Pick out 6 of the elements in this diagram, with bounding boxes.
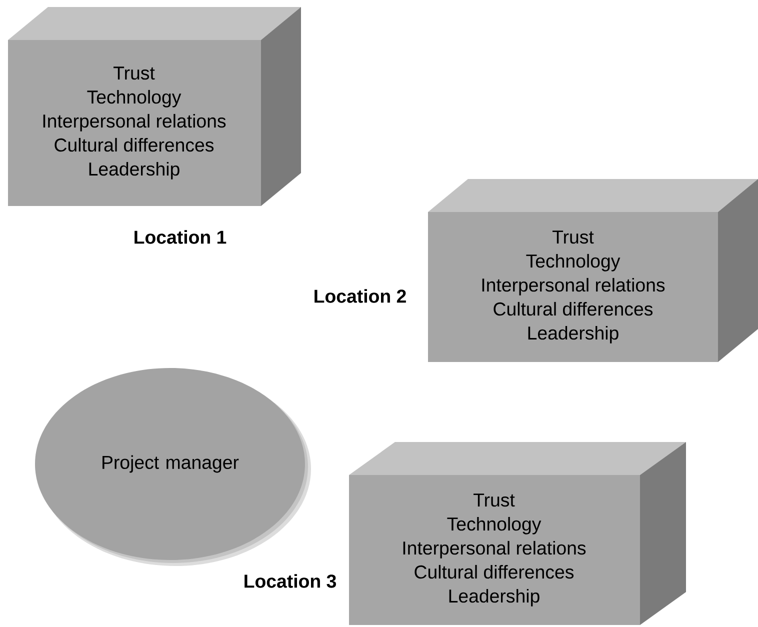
location-label: Location 3: [244, 574, 336, 588]
box: Trust Technology Interpersonal relations Cultural differences Leadership: [428, 179, 758, 362]
box: Trust Technology Interpersonal relations Cultural differences Leadership: [8, 7, 301, 206]
location-label: Location 2: [314, 289, 406, 303]
location-label: Location 1: [134, 230, 226, 244]
box: Trust Technology Interpersonal relations Cultural differences Leadership: [349, 442, 686, 625]
